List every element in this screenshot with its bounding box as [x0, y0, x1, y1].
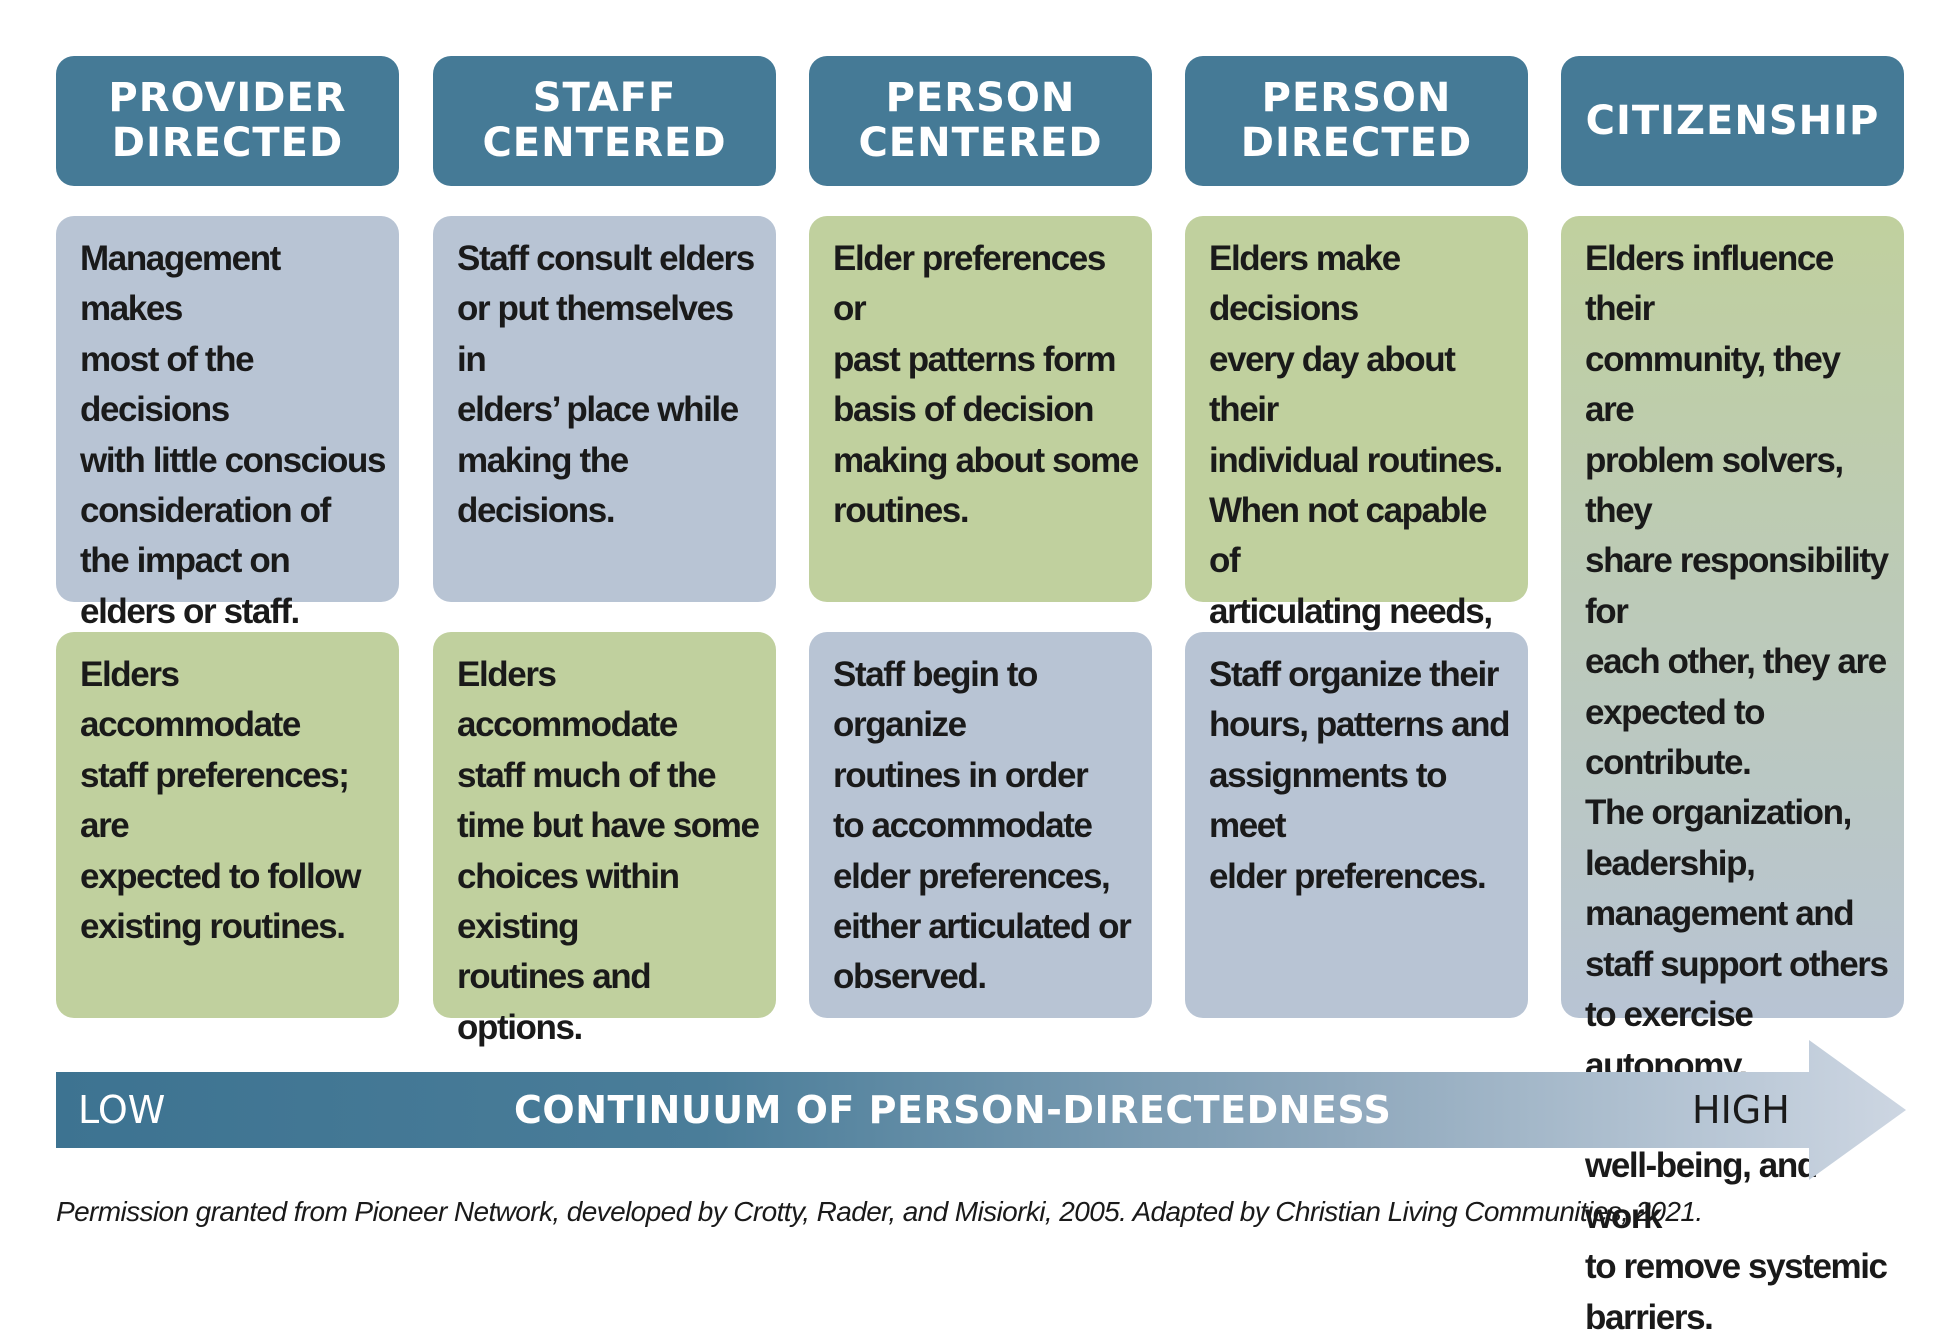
person-centered-decisions-card: Elder preferences or past patterns form … [809, 216, 1152, 602]
permission-credit: Permission granted from Pioneer Network,… [56, 1196, 1703, 1227]
continuum-low-label: LOW [78, 1088, 166, 1132]
provider-directed-decisions-card: Management makes most of the decisions w… [56, 216, 399, 631]
citizenship-card: Elders influence their community, they a… [1561, 216, 1904, 1337]
staff-centered-routines-card: Elders accommodate staff much of the tim… [433, 632, 776, 1047]
header-provider-directed: PROVIDER DIRECTED [56, 56, 399, 186]
continuum-high-label: HIGH [1692, 1088, 1790, 1132]
continuum-arrow [56, 1040, 1906, 1180]
continuum-title: CONTINUUM OF PERSON-DIRECTEDNESS [514, 1088, 1392, 1132]
header-citizenship: CITIZENSHIP [1561, 56, 1904, 186]
staff-centered-decisions-card: Staff consult elders or put themselves i… [433, 216, 776, 602]
person-directed-routines-card: Staff organize their hours, patterns and… [1185, 632, 1528, 1018]
provider-directed-routines-card: Elders accommodate staff preferences; ar… [56, 632, 399, 1018]
header-person-directed: PERSON DIRECTED [1185, 56, 1528, 186]
person-directed-decisions-card: Elders make decisions every day about th… [1185, 216, 1528, 832]
person-centered-routines-card: Staff begin to organize routines in orde… [809, 632, 1152, 1018]
header-staff-centered: STAFF CENTERED [433, 56, 776, 186]
header-person-centered: PERSON CENTERED [809, 56, 1152, 186]
